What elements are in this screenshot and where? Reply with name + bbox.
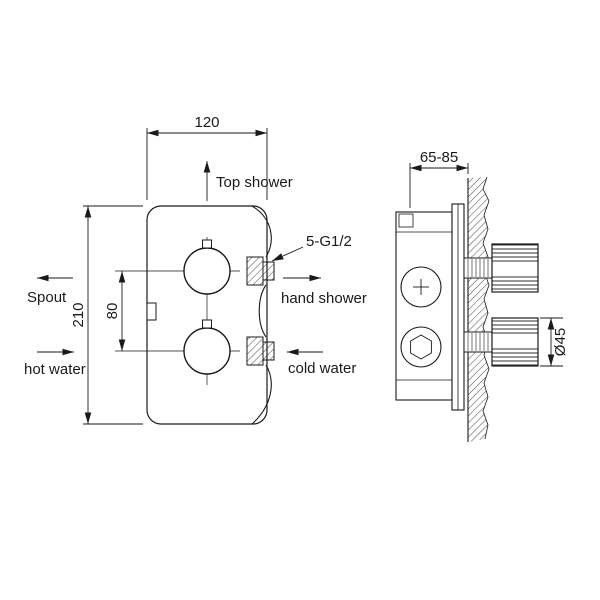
wall-hatch-area (468, 177, 489, 442)
side-view (395, 176, 539, 442)
bottom-handle-side (491, 317, 539, 367)
dimension-handle-spacing-label: 80 (104, 303, 121, 320)
hex-nut (410, 334, 432, 360)
dimension-wall-depth: 65-85 (409, 149, 469, 208)
hot-water-label: hot water (24, 361, 86, 378)
bottom-handle-index-mark (202, 319, 212, 329)
top-handle-knob (183, 247, 231, 295)
cold-water-callout: cold water (287, 348, 356, 377)
dimension-width-label: 120 (194, 114, 219, 131)
faceplate-section-profile (251, 205, 272, 425)
top-shower-callout: Top shower (203, 161, 293, 201)
hand-shower-connector (246, 256, 275, 286)
front-view-annotations: 120 210 80 Top shower Spout hot water (24, 114, 367, 425)
top-valve-port (400, 266, 442, 308)
bottom-valve-port (400, 326, 442, 368)
top-shower-label: Top shower (216, 174, 293, 191)
thread-spec-callout: 5-G1/2 (271, 233, 352, 262)
dimension-wall-depth-label: 65-85 (420, 149, 458, 166)
top-handle-index-mark (202, 239, 212, 249)
dimension-handle-spacing: 80 (104, 271, 126, 351)
dimension-height: 210 (70, 205, 143, 425)
cold-water-connector (246, 336, 275, 366)
dimension-handle-diameter-label: Ø45 (552, 328, 569, 356)
valve-body (395, 203, 465, 411)
hot-water-callout: hot water (24, 348, 86, 378)
dimension-handle-diameter: Ø45 (540, 317, 569, 367)
top-handle-side (491, 243, 539, 293)
wall-section (467, 176, 490, 442)
top-spindle (463, 257, 493, 279)
dimension-width: 120 (146, 114, 268, 200)
bottom-spindle (463, 331, 493, 353)
bottom-handle-knob (183, 327, 231, 375)
faceplate-edge-notch (146, 302, 157, 321)
hand-shower-callout: hand shower (281, 274, 367, 307)
spout-callout: Spout (27, 274, 73, 306)
front-view (115, 205, 275, 425)
hand-shower-label: hand shower (281, 290, 367, 307)
cold-water-label: cold water (288, 360, 356, 377)
wall-rough-edge (482, 176, 490, 440)
thread-spec-label: 5-G1/2 (306, 233, 352, 250)
side-view-annotations: 65-85 Ø45 (409, 149, 569, 367)
spout-label: Spout (27, 289, 67, 306)
dimension-height-label: 210 (70, 302, 87, 327)
